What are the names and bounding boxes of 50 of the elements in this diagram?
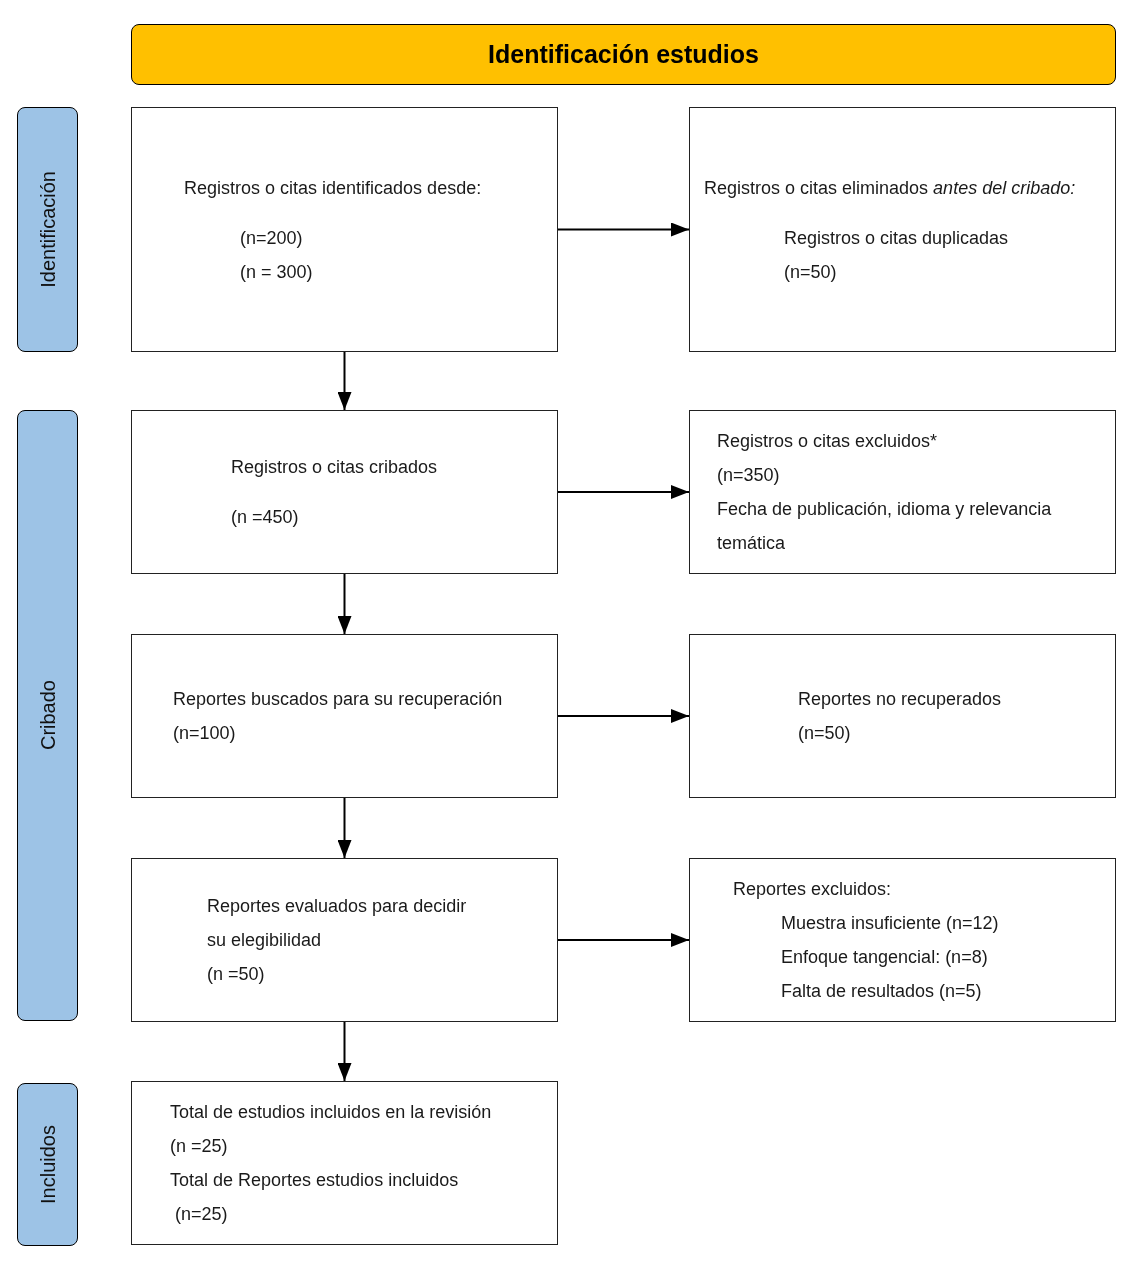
arrow (557, 222, 690, 237)
arrow (337, 1021, 352, 1082)
box-text: (n=200) (239, 226, 303, 250)
process-box (131, 410, 558, 574)
phase-band (17, 410, 78, 1021)
header-title: Identificación estudios (488, 38, 759, 70)
box-heading: Registros o citas identificados desde: (184, 176, 482, 200)
box-text: Registros o citas duplicadas (783, 226, 1009, 250)
box-text: (n =450) (231, 506, 299, 529)
box-text: (n=350) (717, 464, 780, 487)
arrow (337, 797, 352, 859)
box-heading: Reportes buscados para su recuperación (173, 688, 503, 711)
process-box (131, 858, 558, 1022)
phase-band (17, 107, 78, 352)
box-heading: Registros o citas excluidos* (717, 430, 938, 453)
process-box (689, 634, 1116, 798)
arrow (557, 709, 690, 723)
box-heading: Reportes no recuperados (798, 688, 1002, 711)
phase-label: Cribado (37, 680, 58, 751)
box-text: (n =50) (207, 963, 265, 986)
process-box (689, 858, 1116, 1022)
phase-label: Identificación (37, 171, 58, 288)
box-heading: Reportes evaluados para decidir su elegibilidad (207, 895, 468, 952)
box-text: (n = 300) (239, 260, 313, 284)
box-text: Falta de resultados (n=5) (780, 980, 982, 1003)
box-text: Fecha de publicación, idioma y relevancia temática (717, 498, 1053, 555)
process-box (689, 107, 1116, 352)
arrow (337, 351, 352, 411)
arrow (557, 485, 690, 499)
arrow (557, 933, 690, 947)
box-text: Enfoque tangencial: (n=8) (780, 946, 988, 969)
process-box (131, 107, 558, 352)
header-band (131, 24, 1116, 85)
process-box (131, 634, 558, 798)
phase-band (17, 1083, 78, 1246)
box-heading: Registros o citas eliminados antes del cribado: (704, 176, 1076, 200)
box-text: (n=100) (173, 722, 236, 745)
box-text: Total de Reportes estudios incluidos (170, 1169, 459, 1192)
box-text: (n=50) (798, 722, 851, 745)
arrow (337, 573, 352, 635)
box-text: Muestra insuficiente (n=12) (780, 912, 999, 935)
process-box (689, 410, 1116, 574)
process-box (131, 1081, 558, 1245)
box-text: (n=50) (783, 260, 837, 284)
box-heading: Reportes excluidos: (733, 878, 892, 901)
box-heading: Registros o citas cribados (231, 456, 438, 479)
box-heading: Total de estudios incluidos en la revisión (170, 1101, 492, 1124)
box-text: (n =25) (170, 1135, 228, 1158)
phase-label: Incluidos (37, 1125, 58, 1204)
box-text: (n=25) (174, 1203, 228, 1226)
